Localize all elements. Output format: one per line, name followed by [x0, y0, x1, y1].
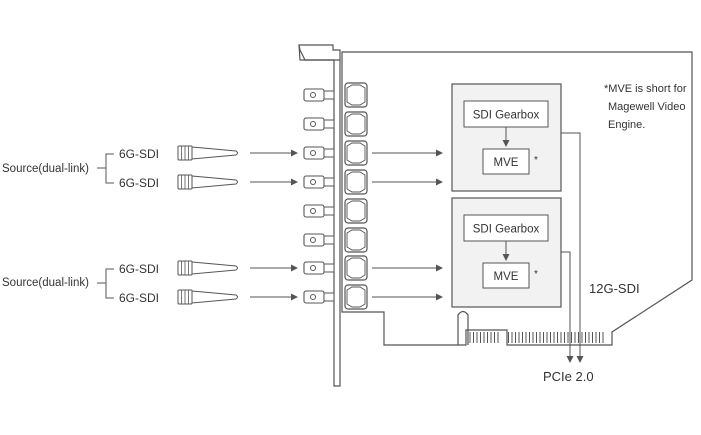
link-label: 6G-SDI: [119, 262, 159, 276]
mve-asterisk: *: [534, 155, 538, 166]
link-label: 6G-SDI: [119, 291, 159, 305]
sdi-gearbox-label: SDI Gearbox: [473, 224, 540, 236]
bnc-connector: [303, 198, 368, 224]
bnc-connector: [303, 284, 368, 310]
gold-fingers: [469, 332, 604, 343]
sdi-cable-plug: [177, 260, 238, 276]
sdi-cable-plug: [177, 145, 238, 161]
svg-text:Magewell Video: Magewell Video: [608, 101, 685, 113]
card-outline: [341, 51, 693, 346]
bus-label: PCIe 2.0: [543, 369, 594, 384]
sdi-cable-plug: [177, 289, 238, 305]
module-bottom: SDI Gearbox MVE *: [451, 197, 562, 308]
bnc-connector: [303, 140, 368, 166]
mounting-bracket: [298, 44, 341, 387]
link-label: 6G-SDI: [119, 147, 159, 161]
pcie-output-lines: [561, 132, 584, 363]
signal-arrows: [250, 149, 443, 301]
mve-asterisk: *: [534, 269, 538, 280]
output-label: 12G-SDI: [589, 281, 640, 296]
bnc-connector: [303, 255, 368, 281]
mve-box: [482, 262, 530, 289]
connector-column: [303, 82, 368, 310]
link-label: 6G-SDI: [119, 176, 159, 190]
sdi-gearbox-label: SDI Gearbox: [473, 110, 540, 122]
bnc-connector: [303, 111, 368, 137]
cable-plugs: [177, 145, 238, 305]
sdi-cable-plug: [177, 174, 238, 190]
module-top: SDI Gearbox MVE *: [451, 83, 562, 192]
bnc-connector: [303, 82, 368, 108]
sdi-gearbox-box: [463, 214, 549, 242]
sdi-gearbox-box: [463, 100, 549, 128]
mve-label: MVE: [494, 157, 519, 169]
source-label: Source(dual-link): [2, 163, 89, 175]
card-notch: [457, 310, 469, 345]
svg-text:Engine.: Engine.: [608, 119, 645, 131]
mve-box: [482, 148, 530, 175]
svg-text:*MVE is short for: *MVE is short for: [604, 83, 687, 95]
mve-label: MVE: [494, 271, 519, 283]
source-top: Source(dual-link) 6G-SDI 6G-SDI: [2, 147, 159, 190]
source-label: Source(dual-link): [2, 277, 89, 289]
bnc-connector: [303, 169, 368, 195]
mve-footnote: *MVE is short for Magewell Video Engine.: [604, 83, 687, 131]
bnc-connector: [303, 227, 368, 253]
source-bottom: Source(dual-link) 6G-SDI 6G-SDI: [2, 262, 159, 305]
